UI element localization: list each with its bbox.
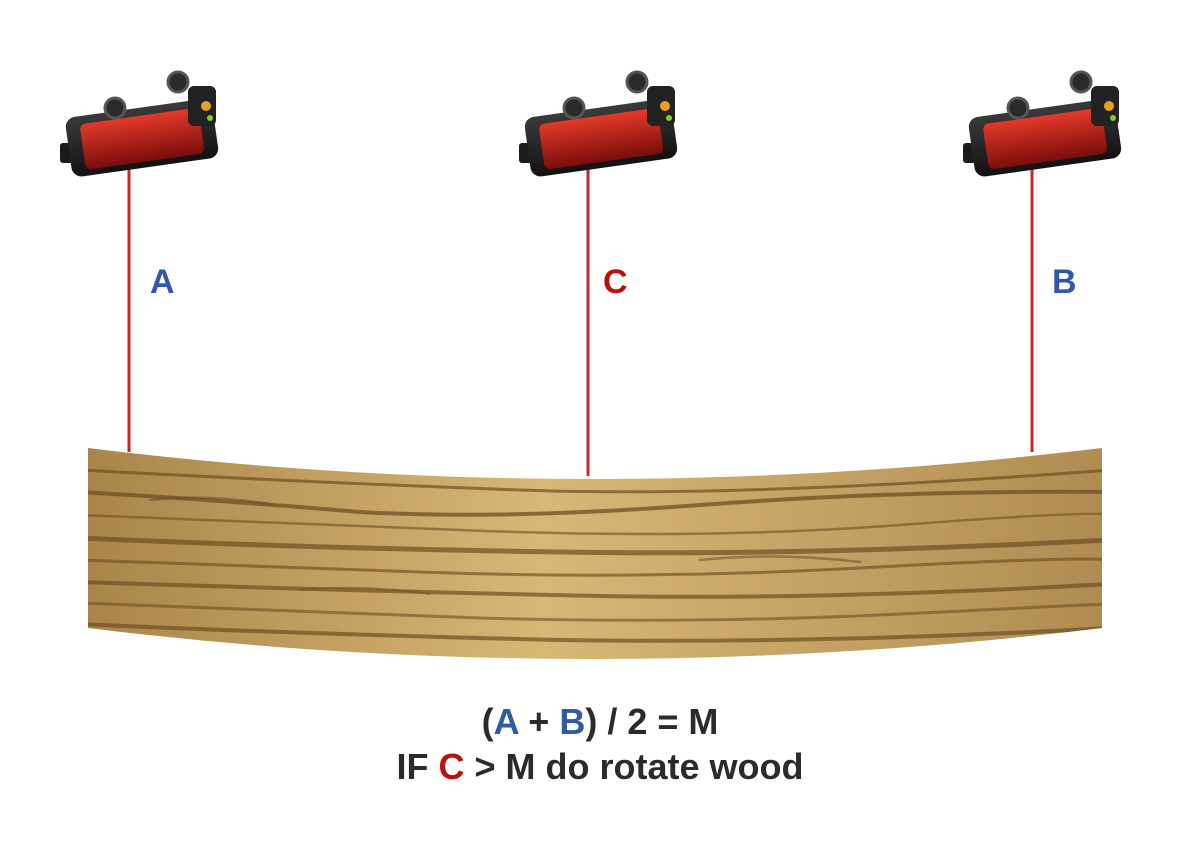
formula-c: C	[438, 746, 465, 787]
formula-line-1: (A + B) / 2 = M	[0, 704, 1200, 740]
label-a: A	[150, 263, 175, 301]
formula-open: (	[481, 701, 494, 742]
label-b: B	[1052, 263, 1077, 301]
label-c: C	[603, 263, 628, 301]
formula-rest-2: > M do rotate wood	[464, 746, 804, 787]
formula-plus: +	[518, 701, 560, 742]
formula-a: A	[493, 701, 519, 742]
wood-grain	[88, 468, 1102, 643]
sensor-a	[60, 70, 219, 177]
formula-line-2: IF C > M do rotate wood	[0, 749, 1200, 785]
formula-rest-1: ) / 2 = M	[585, 701, 719, 742]
formula-b: B	[559, 701, 586, 742]
sensor-b	[963, 70, 1122, 177]
wood-plank	[88, 448, 1102, 659]
formula-prefix: IF	[396, 746, 439, 787]
laser-beams	[127, 162, 1034, 476]
sensor-c	[519, 70, 678, 177]
